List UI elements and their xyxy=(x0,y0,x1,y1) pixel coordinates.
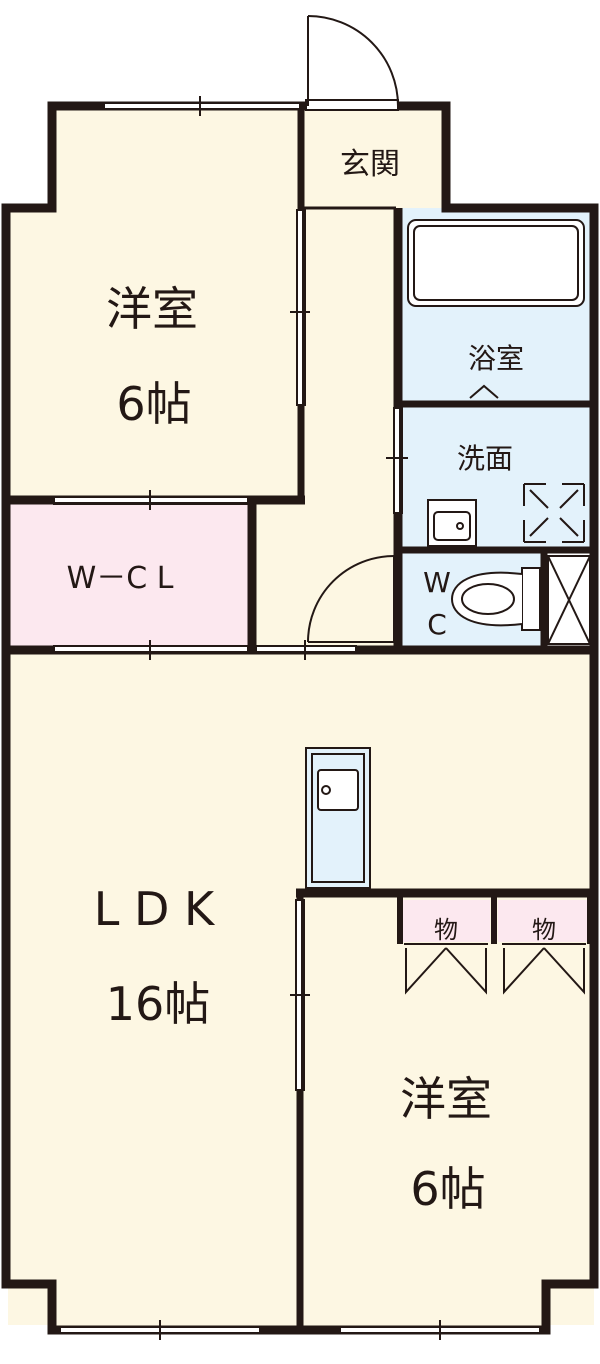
ldk-name: L D K xyxy=(94,882,216,936)
window-bedroom-north xyxy=(103,96,301,116)
storage-right-floor xyxy=(498,900,588,942)
wash-basin xyxy=(427,499,477,547)
toilet-label-c: C xyxy=(427,608,447,641)
sliding-door-bedroom-south xyxy=(290,899,310,1091)
entrance-floor xyxy=(301,108,444,208)
kitchen-counter xyxy=(305,747,371,889)
bathtub xyxy=(407,219,585,307)
sliding-door-ldk xyxy=(255,640,357,660)
washroom-label: 洗面 xyxy=(457,442,513,475)
entrance-label: 玄関 xyxy=(340,147,400,182)
bedroom-north-name: 洋室 xyxy=(106,282,198,336)
hallway-floor-lower xyxy=(250,500,400,650)
storage-left-doors xyxy=(404,943,488,995)
bath-door xyxy=(469,384,499,399)
storage-right-label: 物 xyxy=(532,916,556,944)
ldk-floor-bottom xyxy=(50,1280,302,1330)
bedroom-north-floor xyxy=(55,108,301,500)
bedroom-north-floor-ext xyxy=(8,210,68,500)
bedroom-south-size: 6帖 xyxy=(410,1162,485,1216)
storage-left-floor xyxy=(400,900,490,942)
bathroom-label: 浴室 xyxy=(468,342,524,375)
washroom-floor xyxy=(396,404,592,550)
storage-left-label: 物 xyxy=(434,916,458,944)
sliding-door-closet-south xyxy=(53,640,249,660)
sliding-door-washroom xyxy=(386,407,408,514)
bedroom-south-floor-bottom xyxy=(302,1280,548,1330)
toilet-door xyxy=(307,555,395,643)
window-bedroom-south xyxy=(339,1320,541,1340)
window-ldk-south xyxy=(59,1320,261,1340)
toilet-bowl xyxy=(450,567,541,631)
walk-in-closet-label: W－C L xyxy=(67,561,174,596)
entrance-door xyxy=(305,15,399,111)
washing-machine-space xyxy=(523,483,585,543)
ldk-size: 16帖 xyxy=(106,977,211,1031)
sliding-door-closet xyxy=(53,490,249,510)
bedroom-south-floor xyxy=(302,893,594,1325)
bedroom-south-name: 洋室 xyxy=(400,1072,492,1126)
toilet-label-w: W xyxy=(423,566,451,599)
sliding-door-bedroom-north xyxy=(290,209,310,406)
ldk-floor-lower xyxy=(8,893,302,1325)
walk-in-closet-floor xyxy=(8,500,250,650)
bedroom-north-size: 6帖 xyxy=(116,377,191,431)
pipe-shaft xyxy=(547,555,591,645)
ldk-floor xyxy=(8,650,594,893)
storage-right-doors xyxy=(502,943,586,995)
